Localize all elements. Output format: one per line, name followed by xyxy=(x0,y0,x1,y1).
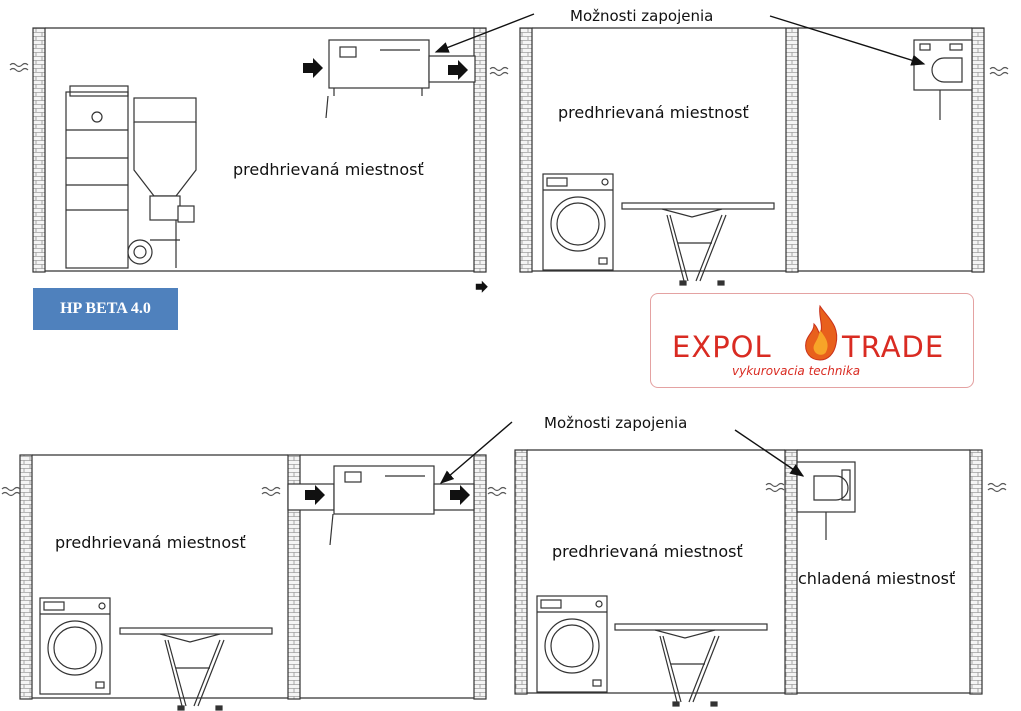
heated-room-label: predhrievaná miestnosť xyxy=(55,533,246,552)
washing-machine-icon xyxy=(536,595,608,693)
heated-room-label: predhrievaná miestnosť xyxy=(552,542,743,561)
panel-bottom-left xyxy=(1,454,507,711)
heat-pump-unit-icon xyxy=(325,39,476,119)
connection-options-label: Možnosti zapojenia xyxy=(544,414,688,432)
callout-arrow xyxy=(734,429,805,477)
wall-right xyxy=(971,27,985,273)
heated-room-label: predhrievaná miestnosť xyxy=(558,103,749,122)
logo-text-left: EXPOL xyxy=(672,330,772,364)
wall-middle xyxy=(785,27,799,273)
air-wave-icon xyxy=(1,486,21,497)
wall-right xyxy=(969,449,983,695)
panel-top-right xyxy=(519,27,1009,286)
air-in-arrow-icon xyxy=(475,280,489,294)
air-wave-icon xyxy=(489,66,509,77)
wall-middle xyxy=(784,449,798,695)
air-wave-icon xyxy=(9,62,29,73)
logo-tagline: vykurovacia technika xyxy=(732,364,861,378)
air-wave-icon xyxy=(989,66,1009,77)
wall-middle xyxy=(287,454,301,700)
logo-text-right: TRADE xyxy=(842,330,945,364)
callout-arrow xyxy=(769,15,926,66)
logo-frame xyxy=(650,293,974,388)
ironing-table-icon xyxy=(621,202,775,286)
air-wave-icon xyxy=(261,486,281,497)
callout-arrows xyxy=(434,13,926,484)
heated-room-label: predhrievaná miestnosť xyxy=(233,160,424,179)
cooled-room-label: chladená miestnosť xyxy=(798,569,956,588)
wall-left xyxy=(519,27,533,273)
heat-pump-unit-icon xyxy=(796,461,856,540)
wall-right xyxy=(473,27,487,273)
callout-arrow xyxy=(434,13,535,53)
pellet-hopper-icon xyxy=(127,97,197,268)
panel-bottom-right xyxy=(475,280,1007,707)
callout-arrow xyxy=(439,421,513,484)
heat-pump-unit-icon xyxy=(287,465,475,546)
air-wave-icon xyxy=(987,482,1007,493)
wall-left xyxy=(19,454,33,700)
connection-options-label: Možnosti zapojenia xyxy=(570,7,714,25)
wall-left xyxy=(514,449,528,695)
wall-left xyxy=(32,27,46,273)
panel-top-left xyxy=(9,27,509,273)
flame-icon xyxy=(805,304,838,361)
boiler-icon xyxy=(65,85,129,269)
ironing-table-icon xyxy=(614,623,768,707)
air-wave-icon xyxy=(487,486,507,497)
air-wave-icon xyxy=(765,482,785,493)
washing-machine-icon xyxy=(39,597,111,695)
washing-machine-icon xyxy=(542,173,614,271)
heat-pump-unit-icon xyxy=(913,39,973,120)
model-badge: HP BETA 4.0 xyxy=(33,288,178,330)
air-in-arrow-icon xyxy=(302,57,324,79)
wall-right xyxy=(473,454,487,700)
